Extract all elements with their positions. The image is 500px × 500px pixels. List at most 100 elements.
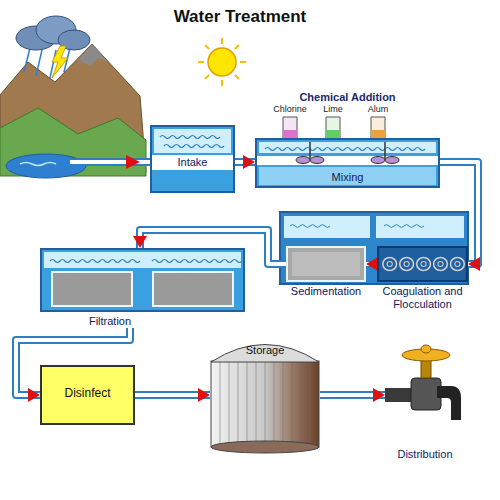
filtration-tank-drawing [153,272,233,306]
mixing-tank-drawing [296,157,310,164]
sun [240,61,246,63]
rain-cloud [52,46,68,78]
disinfect-box: Disinfect [40,365,135,425]
coagulation-basin-drawing [451,258,465,271]
coagulation-basin-drawing [455,262,460,267]
chemical-name: Lime [313,104,353,114]
storage-tank-drawing [229,362,230,447]
pipe-connector [366,264,377,265]
node-label: Disinfect [40,387,135,400]
mixing-tank-drawing [256,139,439,187]
mixing-tank-drawing [384,142,386,160]
filtration-tank: Filtration [40,248,245,328]
mixing-tank-drawing [309,142,311,160]
pipe-wall [235,158,255,166]
pipe-wall [320,391,385,399]
intake-tank-drawing [164,145,224,148]
intake-tank: Intake [150,125,235,193]
storage-tank-drawing [274,362,275,447]
chemical-name: Alum [358,104,398,114]
settling-tank [376,216,464,238]
mixing-tank-drawing [257,156,438,165]
node-caption: Sedimentation [286,285,366,298]
node-label: Mixing [255,171,440,184]
sun [198,38,246,86]
mixing-tank-drawing [259,142,436,153]
chemical-name: Chlorine [262,104,318,114]
landscape [20,163,56,166]
node-label: Intake [150,156,235,169]
intake-tank-drawing [154,129,231,153]
pipe-wall [366,260,377,268]
pipe-connector [320,395,385,396]
sun [208,48,236,76]
coagulation-basin-drawing [421,262,426,267]
flow-arrow [135,395,210,396]
coagulation-basin-drawing [383,258,397,271]
sedimentation-basin-drawing [292,252,360,276]
sedimentation-basin-drawing [287,247,365,281]
storage-tank-drawing [211,345,319,363]
sun [235,75,239,79]
node-caption: Filtration [40,315,180,328]
flow-arrow [320,395,385,396]
storage-tank-drawing [211,441,319,453]
mixing-tank-drawing [265,148,425,151]
sun [205,75,209,79]
settling-tank [290,225,330,228]
pipe-bore [366,262,377,266]
filtration-tank-drawing [41,249,244,311]
coagulation-basin-drawing [378,247,467,281]
storage-tank-drawing [283,362,284,447]
sun [205,45,209,49]
filtration-tank-drawing [152,260,242,263]
sun [221,80,223,86]
settling-tank [280,212,468,284]
sun [198,61,204,63]
pipe-bore [235,160,255,164]
sun [198,38,246,86]
sedimentation-basin-outline [286,246,366,282]
flow-arrow [235,162,255,163]
coagulation-basin-drawing [400,258,414,271]
mixing-tank: Mixing [255,138,440,188]
settling-tank [384,225,424,228]
storage-tank-drawing [256,362,257,447]
storage-tank: Storage [210,335,320,455]
pipe-bore [320,393,385,397]
settling-tank [280,212,468,284]
source-pipe [70,155,150,169]
intake-tank-drawing [151,126,234,192]
filtration-tank-outline [40,248,245,312]
storage-tank-drawing [292,362,293,447]
mixing-tank-drawing [371,157,385,164]
distribution-tap: Distribution [385,340,465,461]
distribution-tap-drawing [437,386,461,420]
coagulation-basin-outline [377,246,468,282]
coagulation-basin-drawing [387,262,392,267]
pipe-bore [135,393,210,397]
sun [235,45,239,49]
node-caption: Distribution [385,448,465,461]
distribution-tap-drawing [411,378,441,410]
storage-tank-drawing [310,362,311,447]
sun [221,38,223,44]
distribution-tap-drawing [385,340,465,445]
coagulation-basin-drawing [404,262,409,267]
coagulation-basin-drawing [438,262,443,267]
intake-tank-drawing [160,136,220,139]
storage-tank-drawing [220,362,221,447]
distribution-tap-outline [385,340,465,445]
diagram-title: Water Treatment [140,7,340,27]
sedimentation-basin: Sedimentation [286,246,366,298]
filtration-tank-drawing [52,272,132,306]
section-heading: Chemical Addition [285,91,410,103]
node-label: Storage [210,344,320,357]
coagulation-basin-drawing [417,258,431,271]
storage-tank-drawing [265,362,266,447]
sedimentation-basin-drawing [286,246,366,282]
mixing-tank-drawing [310,157,324,164]
storage-tank-drawing [238,362,239,447]
storage-tank-drawing [301,362,302,447]
